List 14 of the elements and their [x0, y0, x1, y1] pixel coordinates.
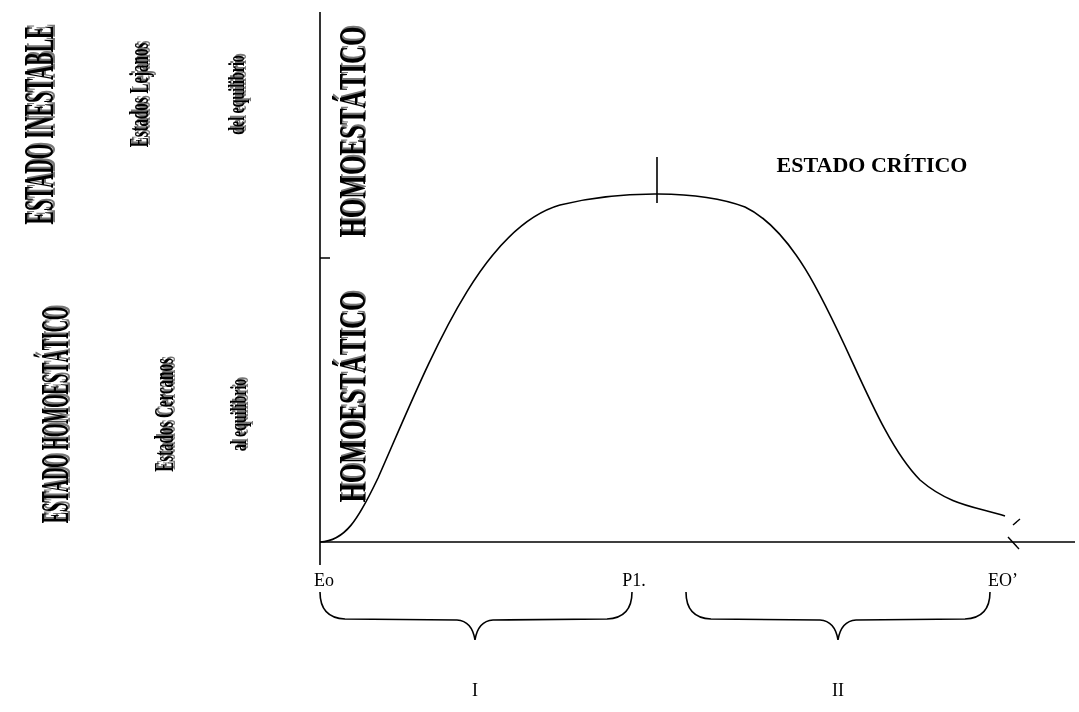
rotated-label: del equilibrio — [226, 55, 250, 135]
rotated-label: Estados Cercanos — [151, 358, 179, 472]
rotated-heading: ESTADO HOMOESTÁTICO — [35, 306, 75, 524]
rotated-label: Estados Lejanos — [126, 42, 154, 148]
range-label: II — [832, 681, 844, 699]
axis-label: HOMOESTÁTICO — [333, 291, 371, 503]
point-label: Eo — [314, 571, 334, 589]
rotated-label: al equilibrio — [228, 378, 252, 452]
point-label: P1. — [622, 571, 646, 589]
rotated-heading: ESTADO INESTABLE — [17, 25, 59, 225]
range-label: I — [472, 681, 478, 699]
point-label: EO’ — [988, 571, 1018, 589]
axis-label: HOMOESTÁTICO — [333, 26, 371, 238]
curve-label: ESTADO CRÍTICO — [776, 154, 968, 176]
